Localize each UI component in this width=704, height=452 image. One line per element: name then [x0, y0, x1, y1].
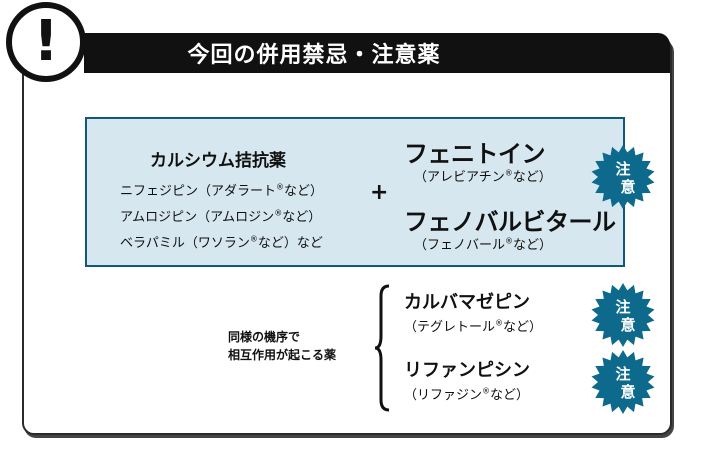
badge-char: 意: [620, 316, 635, 334]
drug-combination-box: [85, 117, 625, 267]
calcium-item: アムロジピン（アムロジン®など）: [120, 208, 322, 225]
calcium-item: ニフェジピン（アダラート®など）: [120, 182, 324, 199]
plus-sign: +: [370, 180, 389, 205]
burst-shape: [591, 350, 655, 414]
caution-badge: 注 意: [591, 283, 655, 347]
caution-badge: 注 意: [591, 145, 655, 209]
burst-shape: [591, 283, 655, 347]
drug-brand: （フェノバール®など）: [414, 236, 553, 253]
drug-name: フェノバルビタール: [404, 208, 616, 236]
badge-char: 注: [615, 365, 630, 383]
calcium-group-title: カルシウム拮抗薬: [150, 151, 286, 171]
mechanism-label: 同様の機序で 相互作用が起こる薬: [228, 330, 337, 362]
drug-brand: （テグレトール®など）: [404, 318, 543, 335]
burst-shape: [591, 145, 655, 209]
caution-badge: 注 意: [591, 350, 655, 414]
drug-brand: （アレビアチン®など）: [414, 168, 552, 185]
drug-name: リファンピシン: [404, 360, 530, 381]
badge-char: 意: [620, 178, 635, 196]
drug-name: カルバマゼピン: [404, 292, 530, 313]
header-bar: [84, 33, 670, 73]
badge-char: 注: [615, 160, 630, 178]
page-title: 今回の併用禁忌・注意薬: [187, 43, 441, 68]
curly-brace: [374, 284, 390, 412]
exclamation-icon: !: [6, 2, 86, 82]
badge-char: 意: [620, 383, 635, 401]
calcium-item: ベラパミル（ワソラン®など）など: [120, 234, 323, 251]
drug-name: フェニトイン: [404, 140, 546, 168]
drug-brand: （リファジン®など）: [404, 386, 530, 403]
badge-char: 注: [615, 298, 630, 316]
